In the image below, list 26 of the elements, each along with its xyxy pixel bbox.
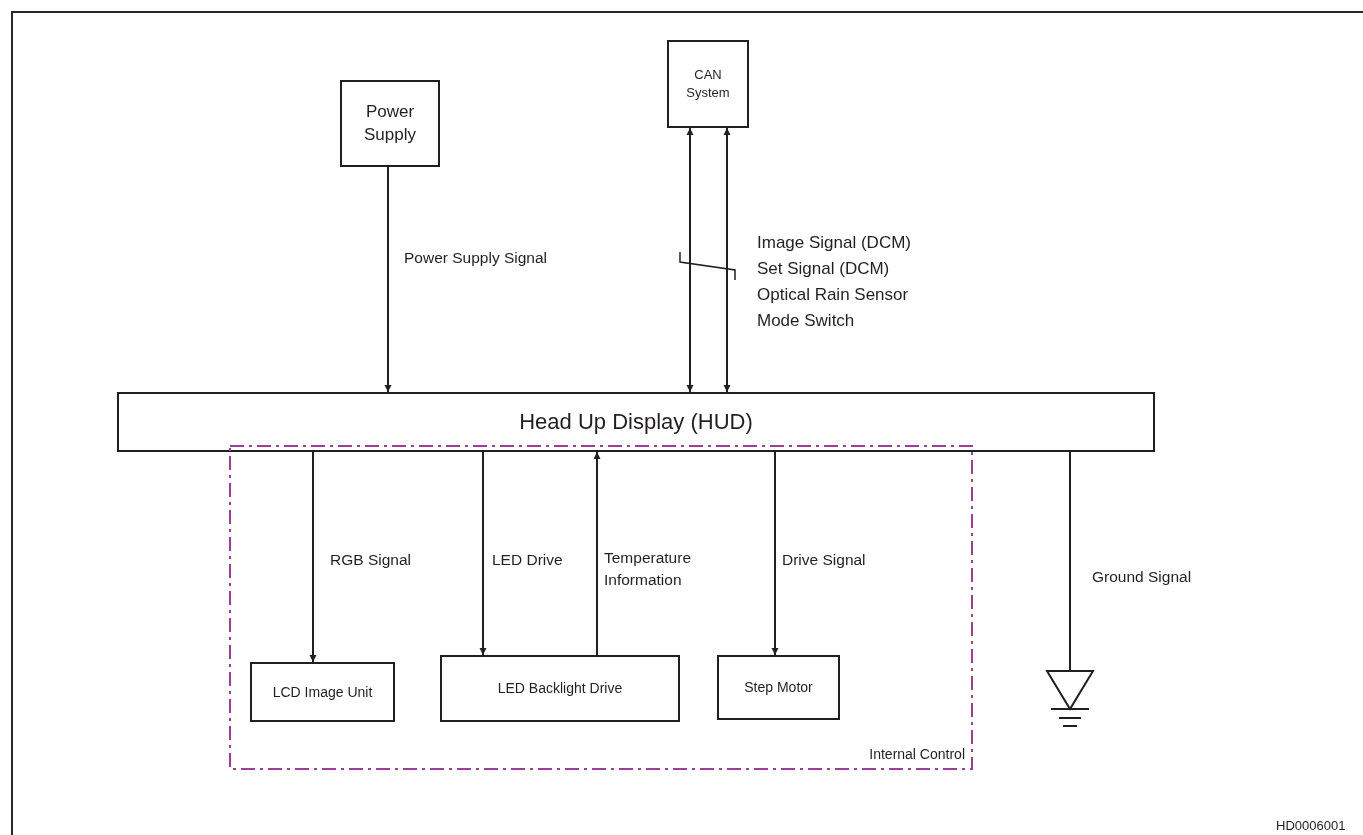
edge-label: RGB Signal bbox=[330, 550, 412, 570]
edge-label: Drive Signal bbox=[782, 550, 867, 570]
control-unit-box: Head Up Display (HUD) bbox=[117, 392, 1155, 452]
edge-label: Temperature Information bbox=[604, 548, 692, 590]
arrow bbox=[479, 451, 487, 656]
arrow bbox=[771, 451, 779, 656]
signal-label: Optical Rain Sensor bbox=[757, 285, 909, 305]
arrow bbox=[309, 451, 317, 663]
connector-line bbox=[1069, 451, 1071, 671]
signal-label: Mode Switch bbox=[757, 311, 855, 331]
arrow bbox=[593, 451, 601, 656]
signal-label: Set Signal (DCM) bbox=[757, 259, 890, 279]
component-box: LED Backlight Drive bbox=[440, 655, 680, 722]
component-box: CAN System bbox=[667, 40, 749, 128]
edge-label: Ground Signal bbox=[1092, 567, 1193, 587]
signal-label: Image Signal (DCM) bbox=[757, 233, 911, 253]
component-box: Power Supply bbox=[340, 80, 440, 167]
component-box: Step Motor bbox=[717, 655, 840, 720]
arrow bbox=[384, 166, 392, 393]
edge-label: LED Drive bbox=[492, 550, 564, 570]
double-arrow bbox=[723, 127, 731, 393]
component-box: LCD Image Unit bbox=[250, 662, 395, 722]
double-arrow bbox=[686, 127, 694, 393]
region-label: Internal Control bbox=[869, 745, 965, 764]
edge-label: Power Supply Signal bbox=[404, 248, 549, 268]
figure-code: HD0006001 bbox=[1276, 818, 1346, 833]
